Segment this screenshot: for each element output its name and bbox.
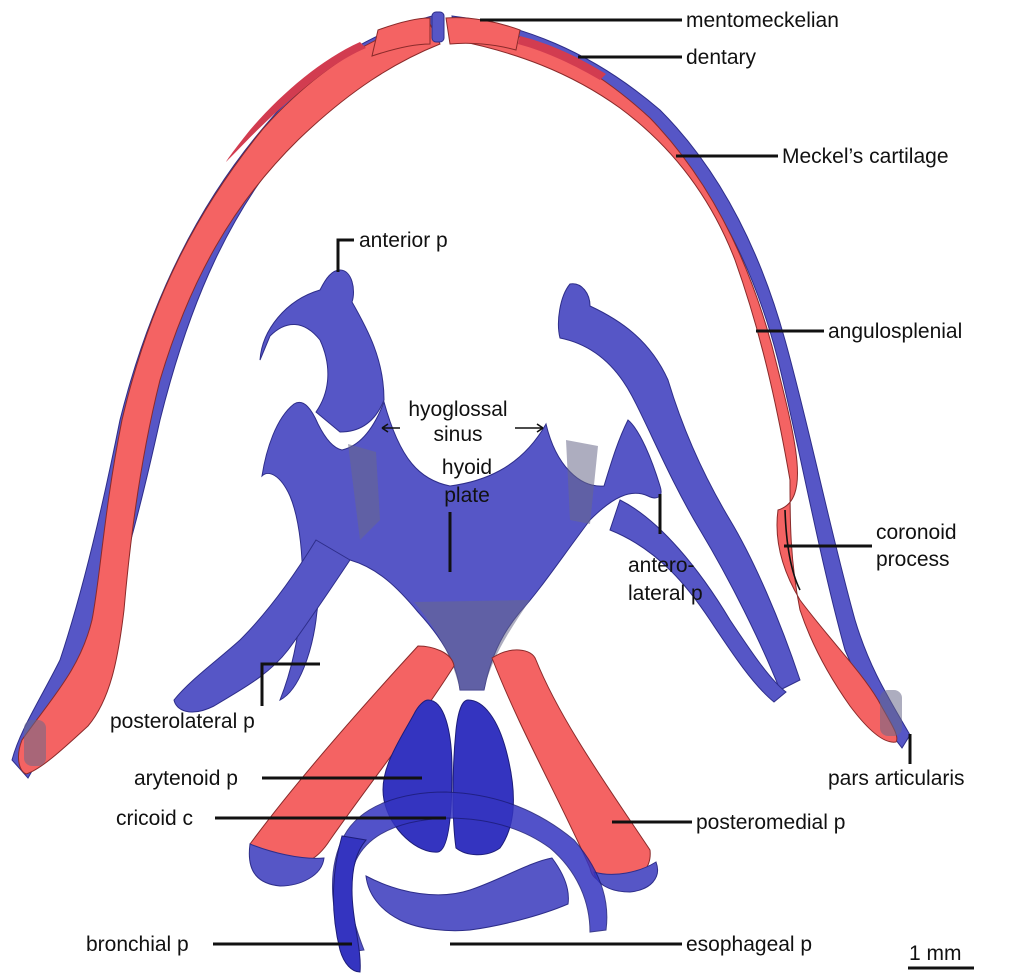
- pars-articularis-shading: [880, 690, 902, 736]
- label-scale-bar: 1 mm: [909, 942, 962, 965]
- leader-anterior-p: [338, 240, 354, 272]
- arytenoid-right: [453, 700, 514, 855]
- label-process: process: [876, 548, 950, 571]
- label-meckels-cartilage: Meckel’s cartilage: [782, 145, 949, 168]
- label-dentary: dentary: [686, 46, 757, 69]
- label-cricoid-c: cricoid c: [116, 807, 193, 830]
- label-arytenoid-p: arytenoid p: [134, 767, 238, 790]
- label-plate: plate: [444, 484, 490, 507]
- label-pars-articularis: pars articularis: [828, 767, 965, 790]
- label-mentomeckelian: mentomeckelian: [686, 9, 839, 32]
- label-coronoid: coronoid: [876, 521, 957, 544]
- label-posterolateral-p: posterolateral p: [110, 710, 255, 733]
- bronchial-process: [333, 836, 366, 972]
- mentomeckelian-cartilage: [432, 12, 444, 42]
- left-articular-shading: [24, 720, 46, 766]
- label-hyoid: hyoid: [442, 456, 492, 479]
- label-esophageal-p: esophageal p: [686, 933, 812, 956]
- label-posteromedial-p: posteromedial p: [696, 811, 845, 834]
- esophageal-process: [366, 858, 568, 931]
- label-sinus: sinus: [433, 423, 482, 446]
- label-hyoglossal: hyoglossal: [408, 398, 507, 421]
- label-anterior-p: anterior p: [359, 229, 448, 252]
- arrow-hyoglossal-right: [515, 424, 543, 432]
- anterior-process-left: [260, 270, 384, 432]
- label-angulosplenial: angulosplenial: [828, 320, 962, 343]
- meckels-cartilage-right: [452, 16, 910, 748]
- label-lateral-p: lateral p: [628, 582, 703, 605]
- label-antero: antero-: [628, 554, 695, 577]
- label-bronchial-p: bronchial p: [86, 933, 189, 956]
